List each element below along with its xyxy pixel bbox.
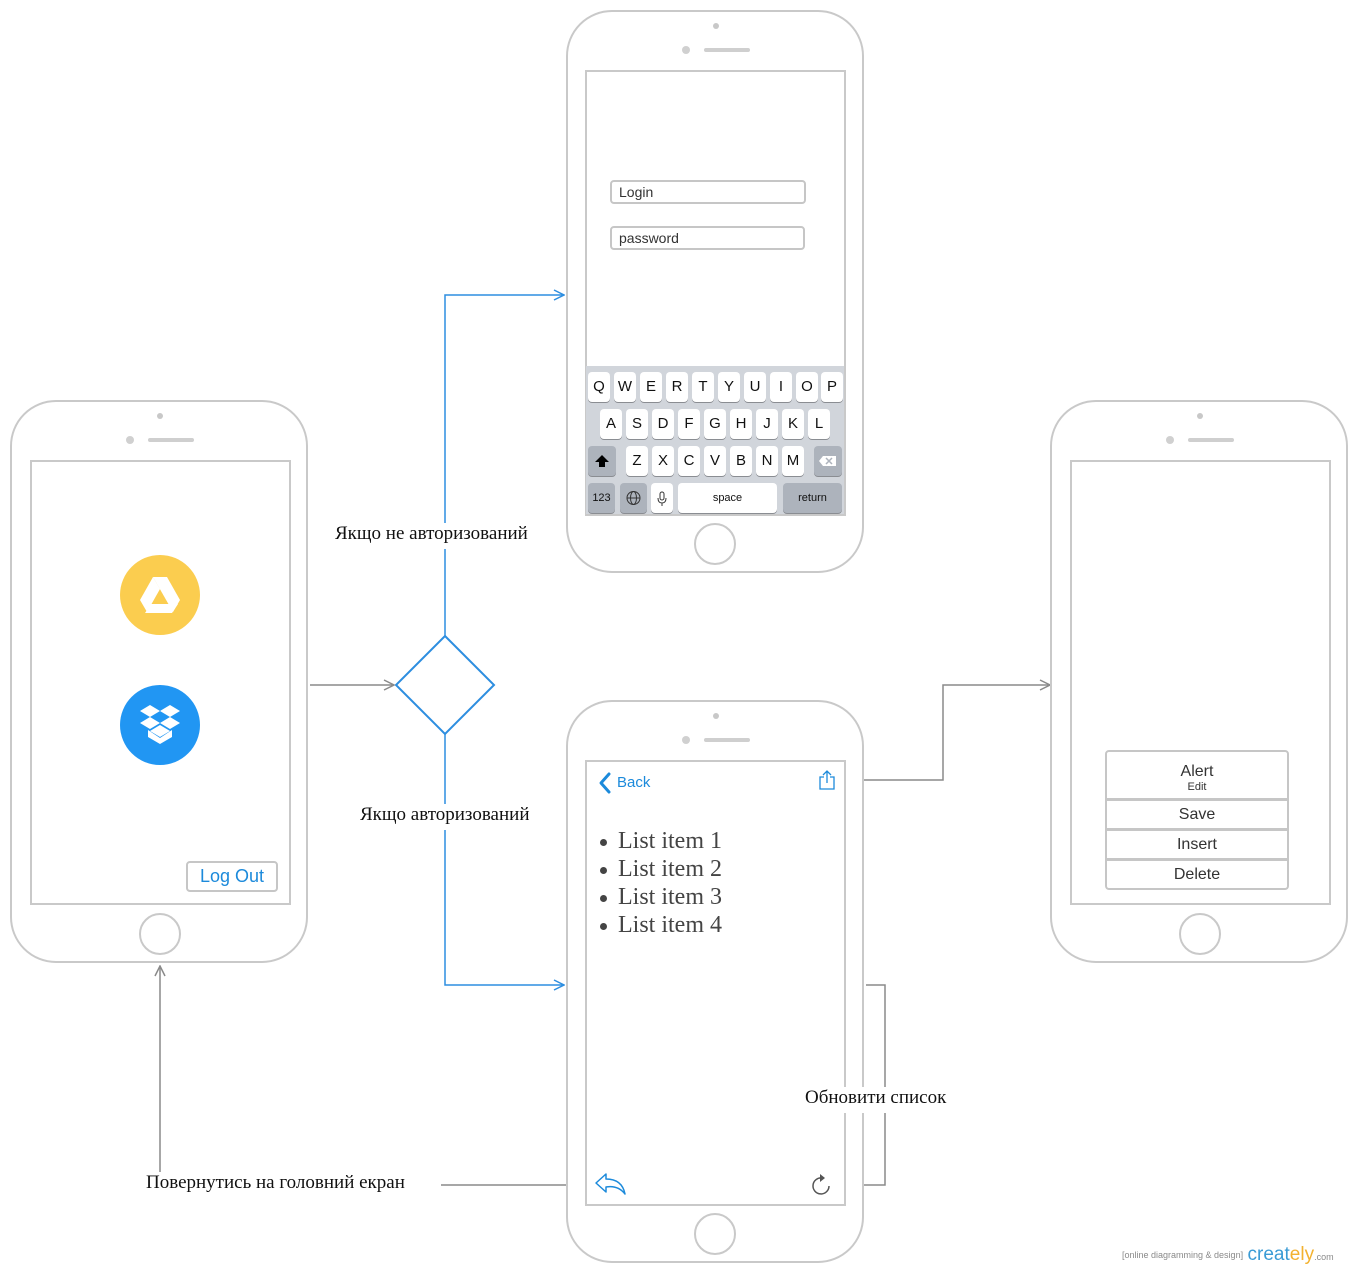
delete-action[interactable]: Delete bbox=[1105, 859, 1289, 890]
actions-phone-sensor bbox=[1166, 436, 1174, 444]
key-i[interactable]: I bbox=[770, 372, 792, 402]
label-refresh-list: Обновити список bbox=[805, 1087, 965, 1113]
key-h[interactable]: H bbox=[730, 409, 752, 439]
key-r[interactable]: R bbox=[666, 372, 688, 402]
home-phone-camera bbox=[157, 413, 163, 419]
list-phone-home-button[interactable] bbox=[694, 1213, 736, 1255]
list-phone-camera bbox=[713, 713, 719, 719]
key-f[interactable]: F bbox=[678, 409, 700, 439]
list-screen bbox=[585, 760, 846, 1206]
key-p[interactable]: P bbox=[821, 372, 843, 402]
list-item[interactable]: List item 4 bbox=[618, 912, 722, 938]
key-v[interactable]: V bbox=[704, 446, 726, 476]
refresh-icon[interactable] bbox=[808, 1172, 836, 1200]
login-input[interactable]: Login bbox=[610, 180, 806, 204]
return-key[interactable]: return bbox=[783, 483, 842, 513]
key-l[interactable]: L bbox=[808, 409, 830, 439]
key-e[interactable]: E bbox=[640, 372, 662, 402]
key-u[interactable]: U bbox=[744, 372, 766, 402]
reply-arrow-icon[interactable] bbox=[594, 1171, 628, 1197]
key-j[interactable]: J bbox=[756, 409, 778, 439]
watermark-tagline: [online diagramming & design] bbox=[1122, 1250, 1244, 1260]
key-y[interactable]: Y bbox=[718, 372, 740, 402]
list-bullet bbox=[600, 867, 607, 874]
home-screen bbox=[30, 460, 291, 905]
back-label: Back bbox=[617, 774, 651, 791]
key-m[interactable]: M bbox=[782, 446, 804, 476]
list-phone-speaker bbox=[704, 738, 750, 742]
connector-authorized bbox=[444, 734, 564, 985]
back-button[interactable]: Back bbox=[597, 771, 667, 795]
key-g[interactable]: G bbox=[704, 409, 726, 439]
home-phone-speaker bbox=[148, 438, 194, 442]
action-sheet-header: Alert Edit bbox=[1105, 750, 1289, 800]
globe-icon bbox=[626, 491, 641, 505]
login-phone-speaker bbox=[704, 48, 750, 52]
label-not-authorized: Якщо не авторизований bbox=[335, 523, 555, 549]
key-k[interactable]: K bbox=[782, 409, 804, 439]
key-b[interactable]: B bbox=[730, 446, 752, 476]
shift-key[interactable] bbox=[588, 446, 616, 476]
login-phone-home-button[interactable] bbox=[694, 523, 736, 565]
list-item[interactable]: List item 2 bbox=[618, 856, 722, 882]
backspace-icon bbox=[819, 456, 836, 466]
save-action[interactable]: Save bbox=[1105, 799, 1289, 830]
label-authorized: Якщо авторизований bbox=[360, 804, 529, 830]
list-phone-sensor bbox=[682, 736, 690, 744]
alert-title: Alert bbox=[1180, 763, 1214, 780]
connector-return-home bbox=[160, 966, 595, 1186]
alert-subtitle: Edit bbox=[1187, 781, 1207, 793]
key-x[interactable]: X bbox=[652, 446, 674, 476]
insert-action[interactable]: Insert bbox=[1105, 829, 1289, 860]
key-o[interactable]: O bbox=[796, 372, 818, 402]
backspace-key[interactable] bbox=[814, 446, 842, 476]
dropbox-icon bbox=[140, 705, 180, 744]
google-drive-icon bbox=[140, 577, 180, 613]
list-item[interactable]: List item 3 bbox=[618, 884, 722, 910]
password-input[interactable]: password bbox=[610, 226, 805, 250]
home-phone-home-button[interactable] bbox=[139, 913, 181, 955]
watermark: [online diagramming & design] creately.c… bbox=[1122, 1244, 1356, 1272]
numbers-key[interactable]: 123 bbox=[588, 483, 615, 513]
key-s[interactable]: S bbox=[626, 409, 648, 439]
logout-button[interactable]: Log Out bbox=[186, 861, 278, 892]
space-key[interactable]: space bbox=[678, 483, 777, 513]
list-bullet bbox=[600, 923, 607, 930]
connector-not-authorized bbox=[444, 295, 564, 636]
list-bullet bbox=[600, 839, 607, 846]
shift-arrow-icon bbox=[595, 455, 609, 467]
chevron-left-icon bbox=[599, 772, 611, 794]
mic-key[interactable] bbox=[651, 483, 673, 513]
label-return-home: Повернутись на головний екран bbox=[146, 1172, 441, 1198]
share-icon[interactable] bbox=[818, 769, 836, 791]
watermark-brand: creately.com bbox=[1247, 1244, 1334, 1265]
key-q[interactable]: Q bbox=[588, 372, 610, 402]
key-c[interactable]: C bbox=[678, 446, 700, 476]
decision-diamond bbox=[394, 634, 496, 736]
key-a[interactable]: A bbox=[600, 409, 622, 439]
dropbox-button[interactable] bbox=[120, 685, 200, 765]
home-phone-sensor bbox=[126, 436, 134, 444]
connector-share-to-actions bbox=[838, 685, 1050, 781]
list-bullet bbox=[600, 895, 607, 902]
login-phone-sensor bbox=[682, 46, 690, 54]
key-t[interactable]: T bbox=[692, 372, 714, 402]
globe-key[interactable] bbox=[620, 483, 647, 513]
list-item[interactable]: List item 1 bbox=[618, 828, 722, 854]
google-drive-button[interactable] bbox=[120, 555, 200, 635]
actions-phone-home-button[interactable] bbox=[1179, 913, 1221, 955]
actions-phone-camera bbox=[1197, 413, 1203, 419]
microphone-icon bbox=[657, 491, 667, 506]
actions-phone-speaker bbox=[1188, 438, 1234, 442]
key-z[interactable]: Z bbox=[626, 446, 648, 476]
key-n[interactable]: N bbox=[756, 446, 778, 476]
key-d[interactable]: D bbox=[652, 409, 674, 439]
key-w[interactable]: W bbox=[614, 372, 636, 402]
login-phone-camera bbox=[713, 23, 719, 29]
